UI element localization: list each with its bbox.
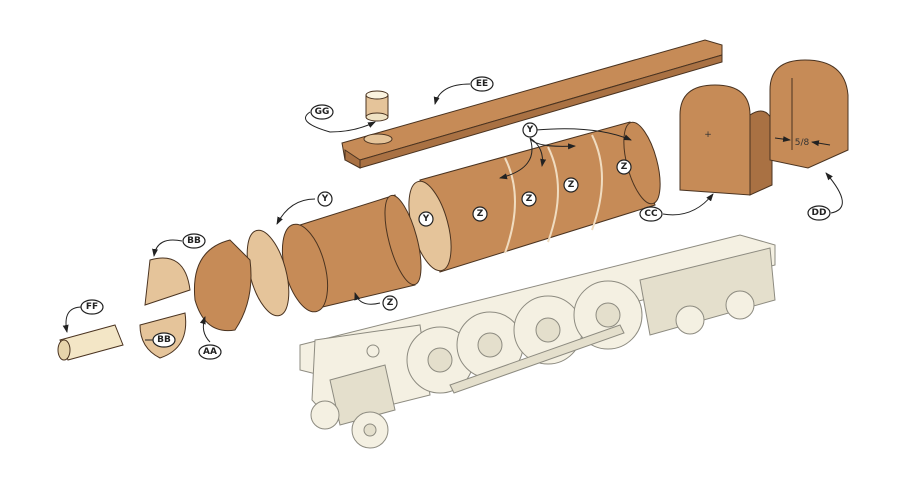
svg-text:+: +: [704, 130, 712, 140]
dimension-label: 5/8: [795, 138, 810, 148]
label-z4: Z: [621, 162, 628, 172]
label-y-top: Y: [526, 125, 534, 135]
label-z-lower: Z: [387, 298, 394, 308]
label-z3: Z: [568, 180, 575, 190]
part-aa-smokebox: [193, 239, 252, 332]
drive-wheels: [406, 280, 643, 394]
part-front-boiler: [281, 194, 422, 313]
part-ee-bar: [341, 39, 723, 169]
part-bb-top: [144, 257, 191, 306]
label-z1: Z: [477, 209, 484, 219]
label-aa: AA: [203, 347, 217, 357]
label-cc: CC: [644, 209, 658, 219]
label-dd: DD: [812, 208, 827, 218]
part-dd-block: 5/8: [769, 59, 849, 169]
leader-lines: [62, 83, 843, 343]
label-z2: Z: [526, 194, 533, 204]
label-y-disk: Y: [422, 214, 430, 224]
part-cc-block: +: [679, 84, 773, 196]
label-ee: EE: [476, 79, 488, 89]
label-ff: FF: [86, 302, 98, 312]
label-gg: GG: [315, 107, 330, 117]
label-bb-top: BB: [187, 236, 201, 246]
part-gg-bushing: [365, 90, 389, 122]
label-bb-bottom: BB: [157, 335, 171, 345]
label-y-left: Y: [321, 194, 329, 204]
locomotive-chassis: [299, 234, 776, 449]
part-ff-tube: [57, 324, 124, 361]
part-labels: GG EE Y Y Y Z Z Z Z Z BB BB AA FF CC DD: [80, 76, 831, 360]
